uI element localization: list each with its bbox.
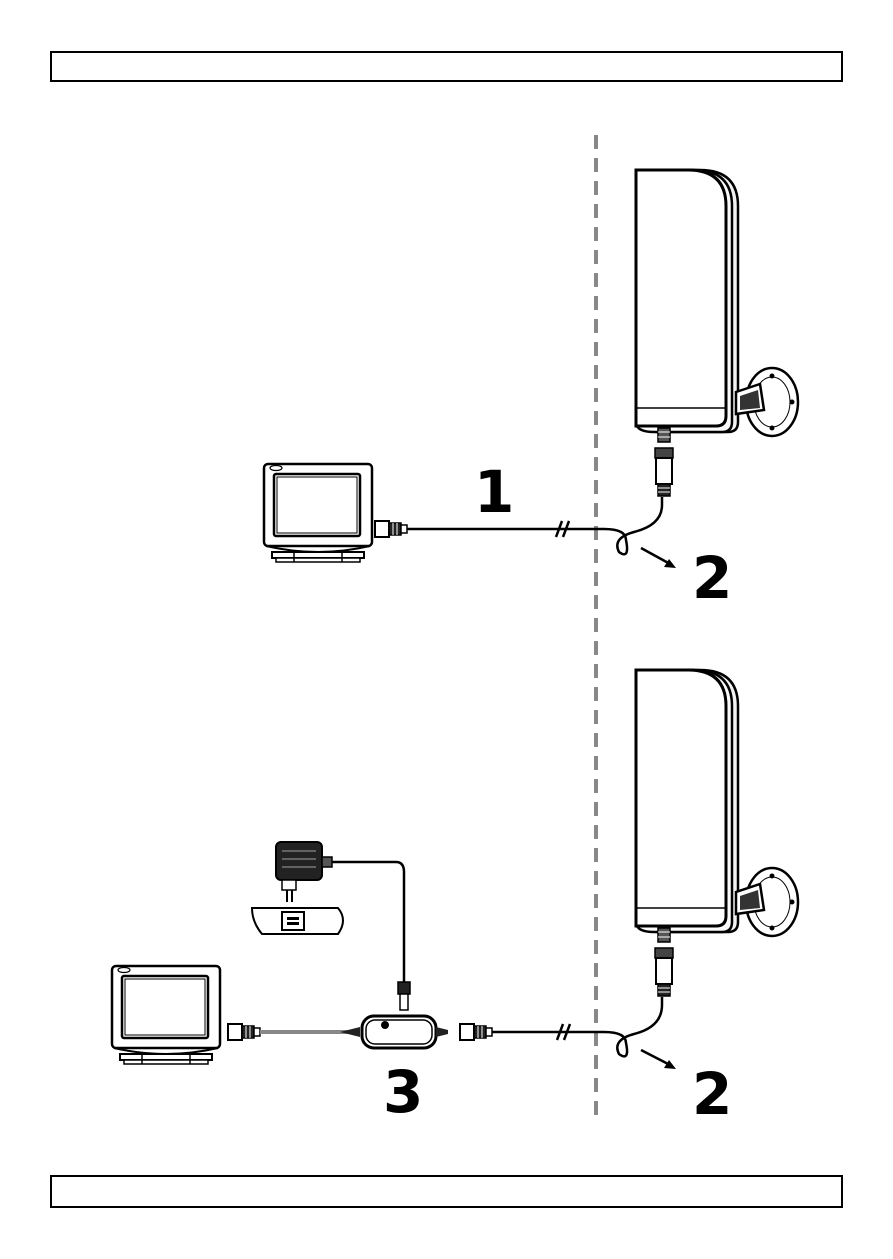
power-adapter (276, 842, 332, 902)
arrow-lower (664, 1060, 676, 1069)
coax-plug-lower-amp (460, 1024, 492, 1040)
tv-lower (112, 966, 220, 1064)
coax-plug-upper (375, 521, 407, 537)
amplifier (340, 1016, 448, 1048)
step-number-2-upper: 2 (692, 544, 732, 612)
tv-upper (264, 464, 372, 562)
outdoor-antenna-lower (636, 670, 798, 996)
step-number-3: 3 (383, 1058, 423, 1126)
upper-panel: 1 2 (264, 170, 798, 612)
outdoor-antenna-upper (636, 170, 798, 496)
coax-cable-upper (407, 497, 662, 554)
dc-plug (398, 982, 410, 994)
wall-socket (252, 908, 343, 934)
coax-plug-lower-tv (228, 1024, 260, 1040)
lower-panel: 3 2 (112, 670, 798, 1128)
coax-cable-lower (492, 997, 662, 1056)
step-number-1: 1 (474, 458, 514, 526)
step-number-2-lower: 2 (692, 1060, 732, 1128)
